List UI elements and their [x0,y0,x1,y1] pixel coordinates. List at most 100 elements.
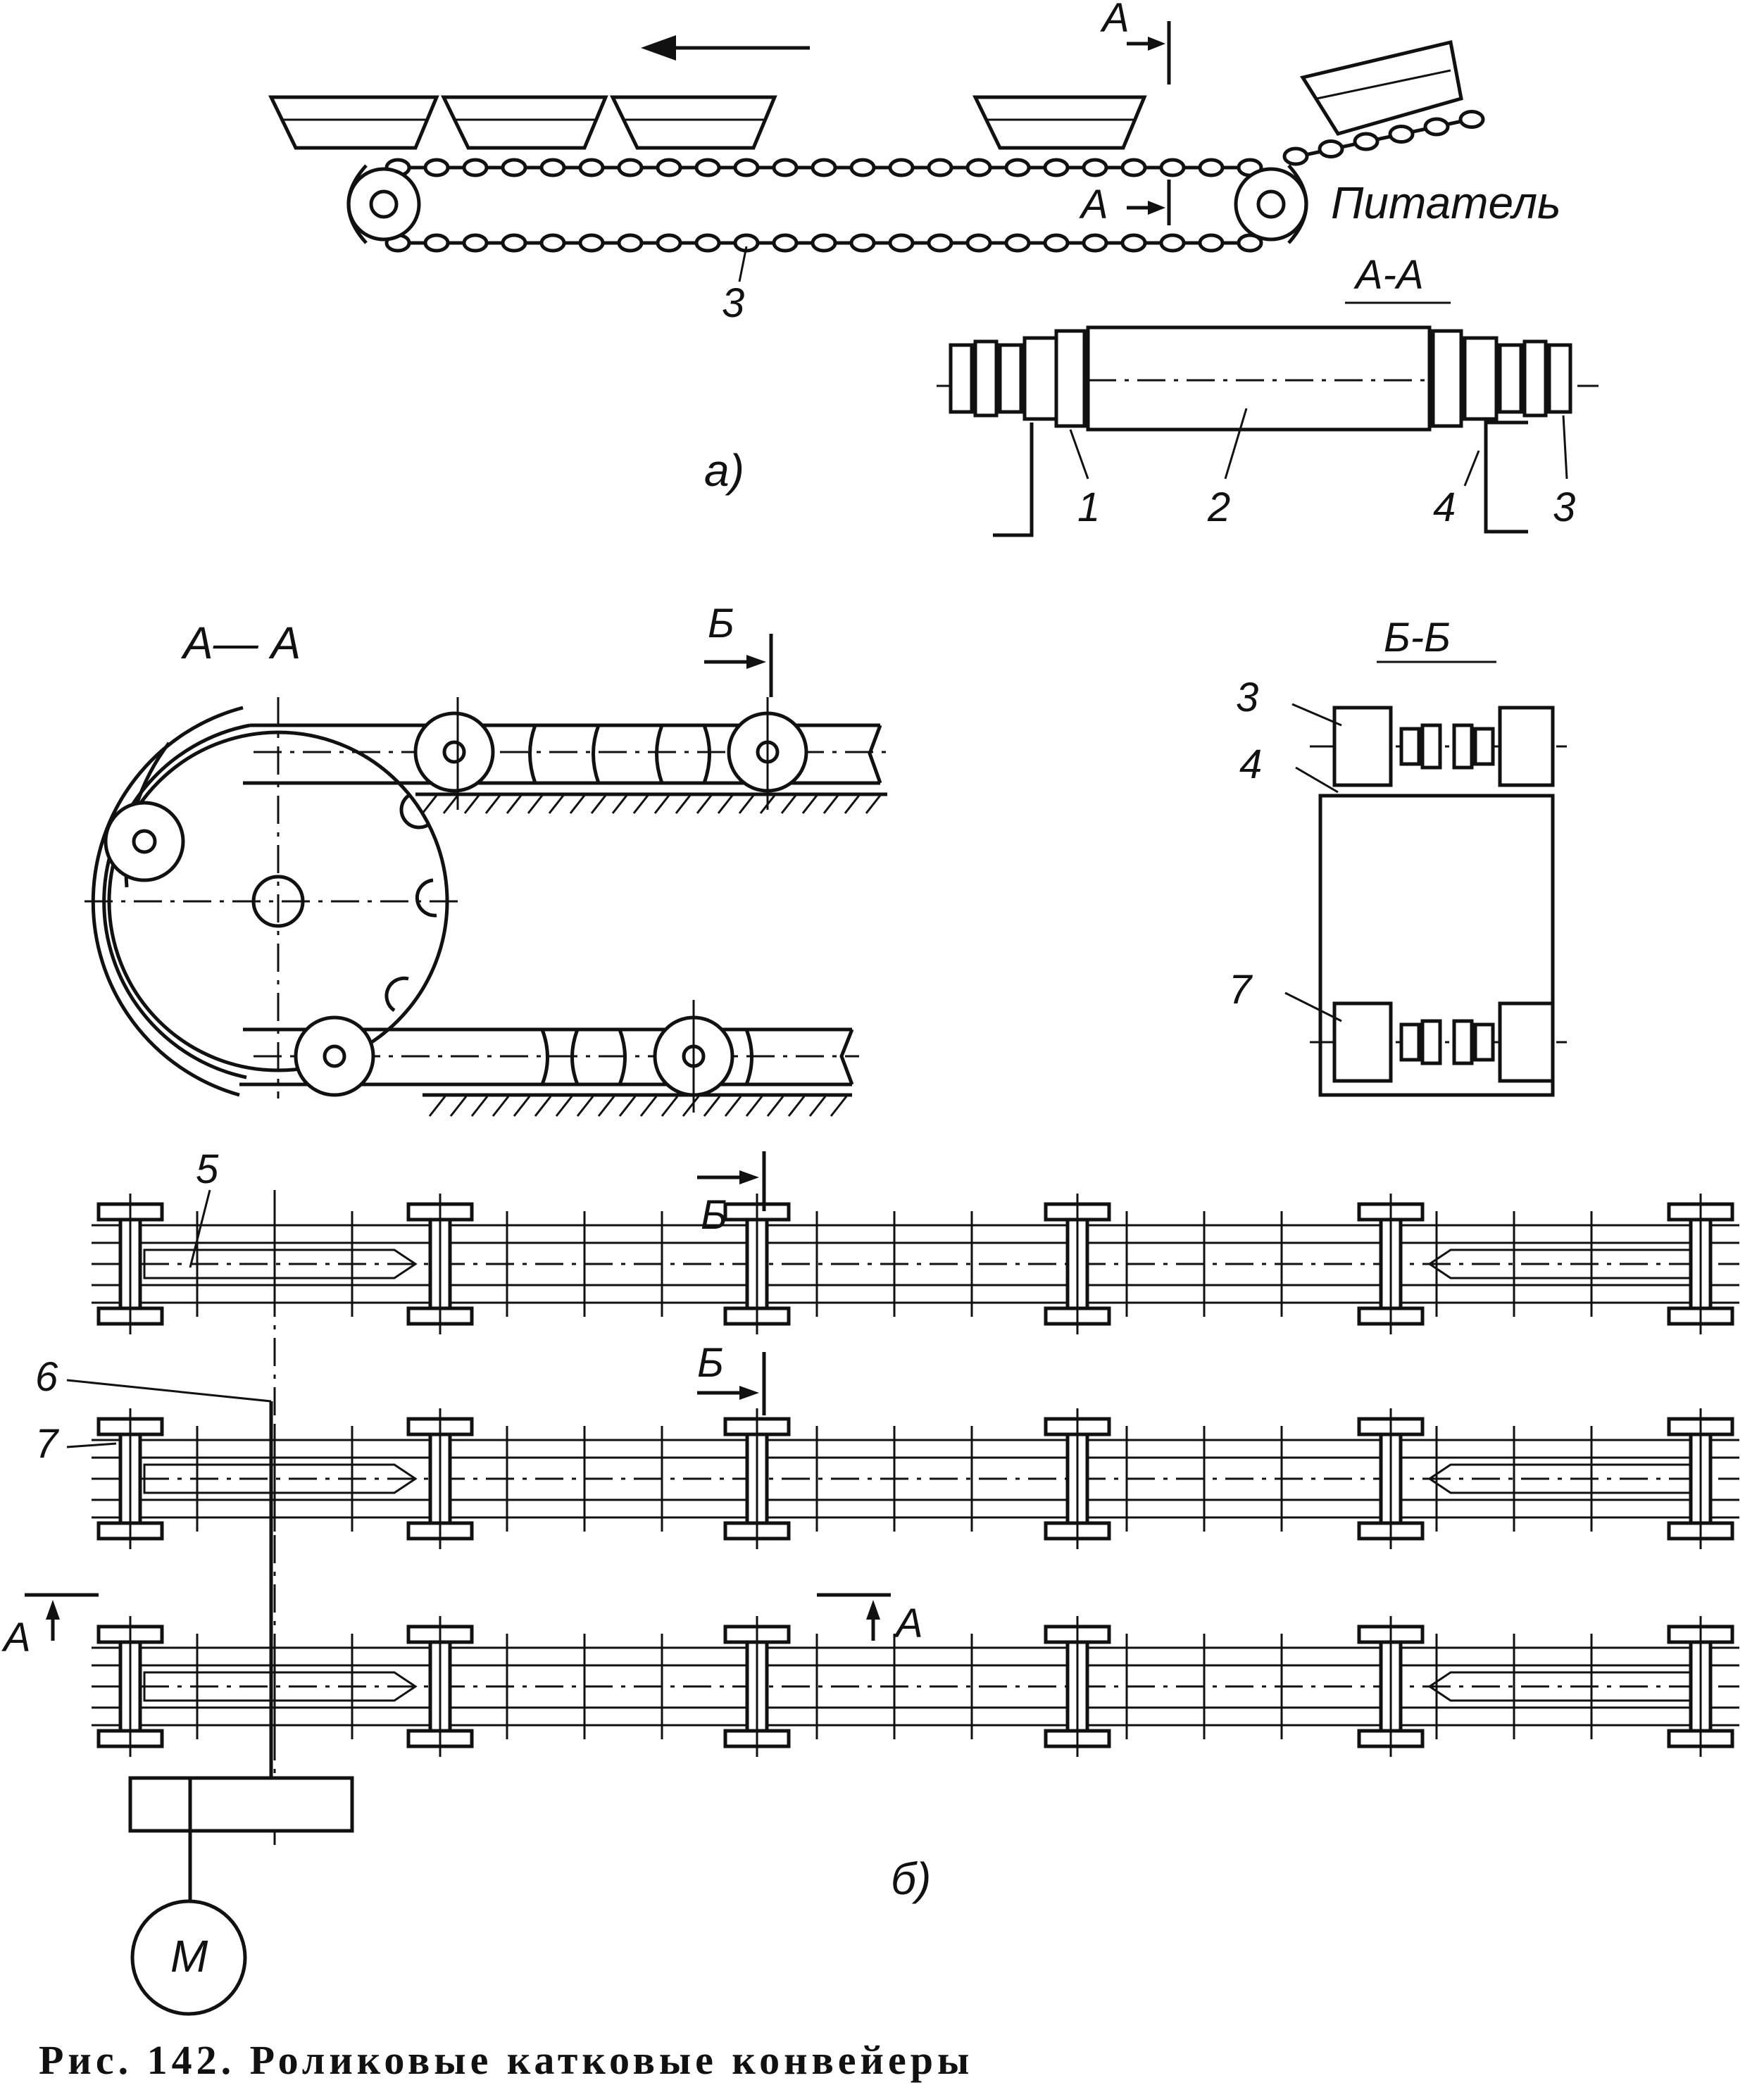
gearbox [128,1776,354,1833]
hatch-line [576,1096,594,1117]
hatch-line [822,793,841,814]
motor-label: М [170,1931,208,1982]
feeder-chain-link [1458,110,1485,129]
chain-upper-link [656,158,682,177]
hatch-line [492,1096,510,1117]
callout-plan-6: 6 [35,1354,58,1400]
hatch-line [484,793,503,814]
chain-upper-link [578,158,605,177]
callout-bb-4: 4 [1239,741,1262,787]
hatch-line [632,793,651,814]
hatch-line [527,793,545,814]
tray-4 [972,95,1147,150]
chain-upper-link [617,158,644,177]
chain-lower-link [1198,233,1225,253]
plan-roller-station [1044,1194,1111,1334]
chain-lower-link [656,233,682,253]
chain-lower-link [772,233,799,253]
chain-upper [384,158,1263,177]
part-a-section-aa: А-А 1 2 4 3 [937,252,1599,537]
part-b-section-bb: Б-Б 3 4 7 [1229,615,1567,1097]
hatch-line [766,1096,784,1117]
section-mark-a-plan-1: А [1,1615,31,1660]
chain-upper-link [965,158,992,177]
chain-upper-link [1043,158,1070,177]
section-bb-title: Б-Б [1384,615,1451,661]
feeder-label: Питатель [1331,177,1561,228]
hatch-line [675,793,693,814]
hatch-line [865,793,883,814]
chain-lower [384,233,1263,253]
hatch-line [442,793,461,814]
plan-roller-station [723,1616,791,1757]
tray-2 [441,95,608,150]
chain-upper-link [1198,158,1225,177]
hatch-line [463,793,482,814]
section-mark-a-mid: А [1079,180,1171,227]
plan-roller-station [406,1194,474,1334]
chain-lower-link [965,233,992,253]
ground-hatch-upper [421,793,883,814]
section-mark-b-label: Б [708,601,734,646]
plan-roller-station [1667,1408,1734,1549]
plan-view [92,1194,1739,1757]
section-mark-b-plan-1: Б [701,1192,727,1238]
hatch-line [590,793,608,814]
motor [130,1899,247,2016]
chain-lower-link [1004,233,1031,253]
chain-upper-link [811,158,837,177]
plan-roller-station [406,1616,474,1757]
part-a-elevation: А А Питатель 3 а) [268,0,1561,496]
part-b-section-aa: А— А [85,601,887,1117]
hatch-line [506,793,524,814]
chain-lower-link [1120,233,1147,253]
section-mark-a-plan-2: А [894,1601,923,1646]
hatch-line [653,793,672,814]
callout-2: 2 [1207,484,1230,530]
part-b-label: б) [891,1853,931,1904]
hatch-line [703,1096,721,1117]
plan-line-1 [92,1194,1739,1334]
hatch-line [513,1096,531,1117]
plan-roller-station [1044,1408,1111,1549]
chain-upper-link [423,158,450,177]
direction-arrow [641,35,810,61]
plan-line-3 [92,1616,1739,1757]
chain-upper-link [733,158,760,177]
chain-lower-link [927,233,953,253]
callout-plan-7: 7 [35,1421,60,1467]
hatch-line [597,1096,615,1117]
hatch-line [449,1096,468,1117]
hatch-line [745,1096,763,1117]
left-sprocket [346,164,421,244]
plan-roller-station [96,1194,164,1334]
plan-roller-station [406,1408,474,1549]
hatch-line [830,1096,848,1117]
chain-lower-link [888,233,915,253]
tray-3 [610,95,777,150]
hatch-line [759,793,777,814]
hatch-line [421,793,439,814]
hatch-line [801,793,820,814]
hatch-line [618,1096,637,1117]
chain-upper-link [462,158,489,177]
chain-upper-link [1120,158,1147,177]
hatch-line [548,793,566,814]
figure-caption: Рис. 142. Роликовые катковые конвейеры [39,2037,973,2083]
feeder-chain [1282,110,1485,166]
callout-bb-7: 7 [1229,967,1253,1013]
plan-roller-station [723,1194,791,1334]
hatch-line [569,793,587,814]
tray-tilted [1300,39,1463,136]
hatch-line [534,1096,552,1117]
chain-upper-link [849,158,876,177]
section-aa-b-title: А— А [180,618,301,668]
chain-lower-link [811,233,837,253]
chain-upper-link [888,158,915,177]
callout-4: 4 [1433,484,1456,530]
chain-lower-link [423,233,450,253]
chain-lower-link [1237,233,1263,253]
feeder-chain-link [1282,146,1309,166]
hatch-line [555,1096,573,1117]
